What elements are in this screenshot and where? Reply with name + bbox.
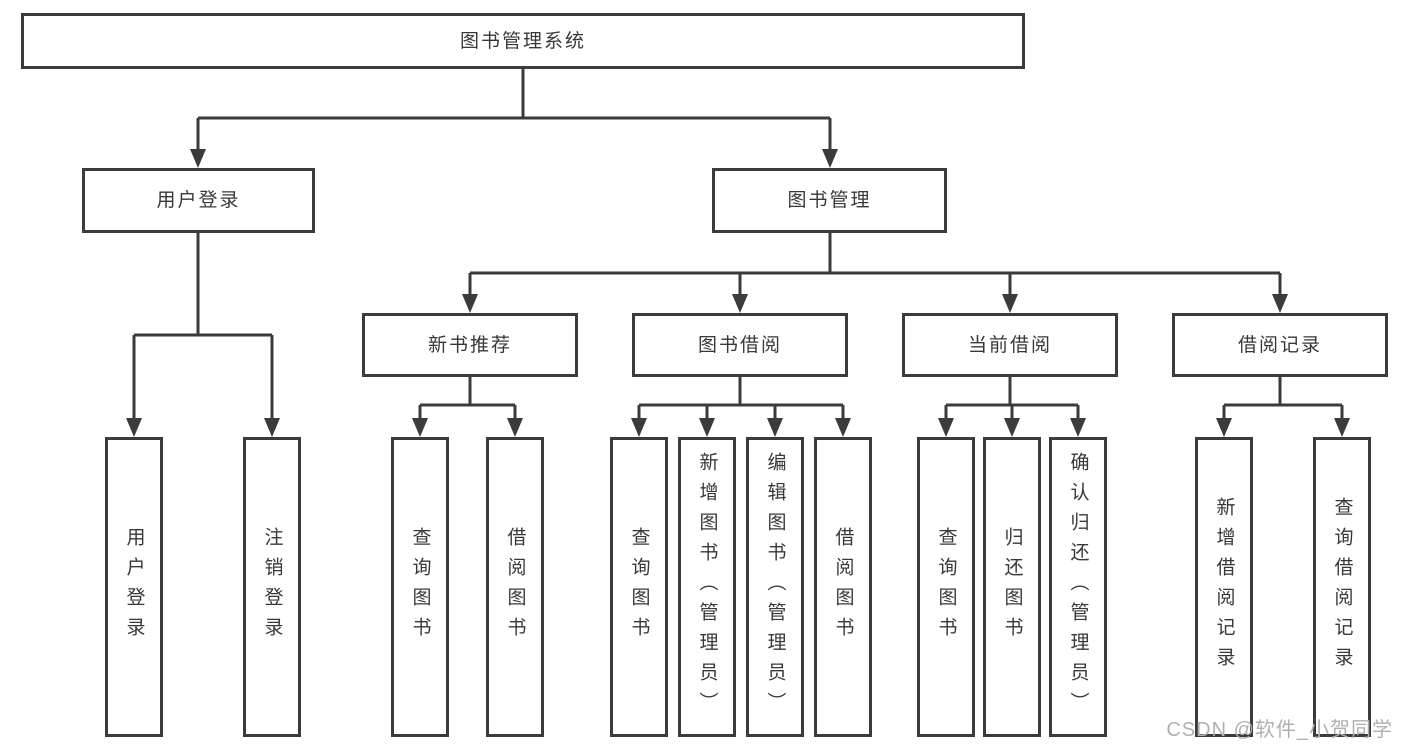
arrowhead-icon <box>1272 294 1288 313</box>
leaf-add-borrow-record: 新增借阅记录 <box>1195 437 1253 737</box>
arrowhead-icon <box>1334 418 1350 437</box>
leaf-logout: 注销登录 <box>243 437 301 737</box>
node-new-book-recommend: 新书推荐 <box>362 313 578 377</box>
node-book-management: 图书管理 <box>712 168 947 233</box>
leaf-return-books: 归还图书 <box>983 437 1041 737</box>
node-book-borrow: 图书借阅 <box>632 313 848 377</box>
node-current-borrow: 当前借阅 <box>902 313 1118 377</box>
arrowhead-icon <box>264 418 280 437</box>
arrowhead-icon <box>462 294 478 313</box>
arrowhead-icon <box>835 418 851 437</box>
csdn-watermark: CSDN @软件_小贺同学 <box>1166 719 1393 741</box>
node-borrow-records: 借阅记录 <box>1172 313 1388 377</box>
leaf-borrow-books: 借阅图书 <box>814 437 872 737</box>
arrowhead-icon <box>767 418 783 437</box>
arrowhead-icon <box>699 418 715 437</box>
leaf-user-login: 用户登录 <box>105 437 163 737</box>
leaf-edit-books-admin: 编辑图书（管理员） <box>746 437 804 737</box>
leaf-query-books-recommend: 查询图书 <box>391 437 449 737</box>
leaf-confirm-return-admin: 确认归还（管理员） <box>1049 437 1107 737</box>
arrowhead-icon <box>1002 294 1018 313</box>
leaf-borrow-books-recommend: 借阅图书 <box>486 437 544 737</box>
arrowhead-icon <box>938 418 954 437</box>
arrowhead-icon <box>1070 418 1086 437</box>
node-book-management-system: 图书管理系统 <box>21 13 1025 69</box>
leaf-query-books-current: 查询图书 <box>917 437 975 737</box>
arrowhead-icon <box>631 418 647 437</box>
arrowhead-icon <box>126 418 142 437</box>
leaf-query-borrow-record: 查询借阅记录 <box>1313 437 1371 737</box>
arrowhead-icon <box>732 294 748 313</box>
arrowhead-icon <box>1004 418 1020 437</box>
arrowhead-icon <box>190 149 206 168</box>
arrowhead-icon <box>507 418 523 437</box>
node-user-login: 用户登录 <box>82 168 315 233</box>
arrowhead-icon <box>1216 418 1232 437</box>
leaf-add-books-admin: 新增图书（管理员） <box>678 437 736 737</box>
leaf-query-books-borrow: 查询图书 <box>610 437 668 737</box>
arrowhead-icon <box>412 418 428 437</box>
arrowhead-icon <box>822 149 838 168</box>
